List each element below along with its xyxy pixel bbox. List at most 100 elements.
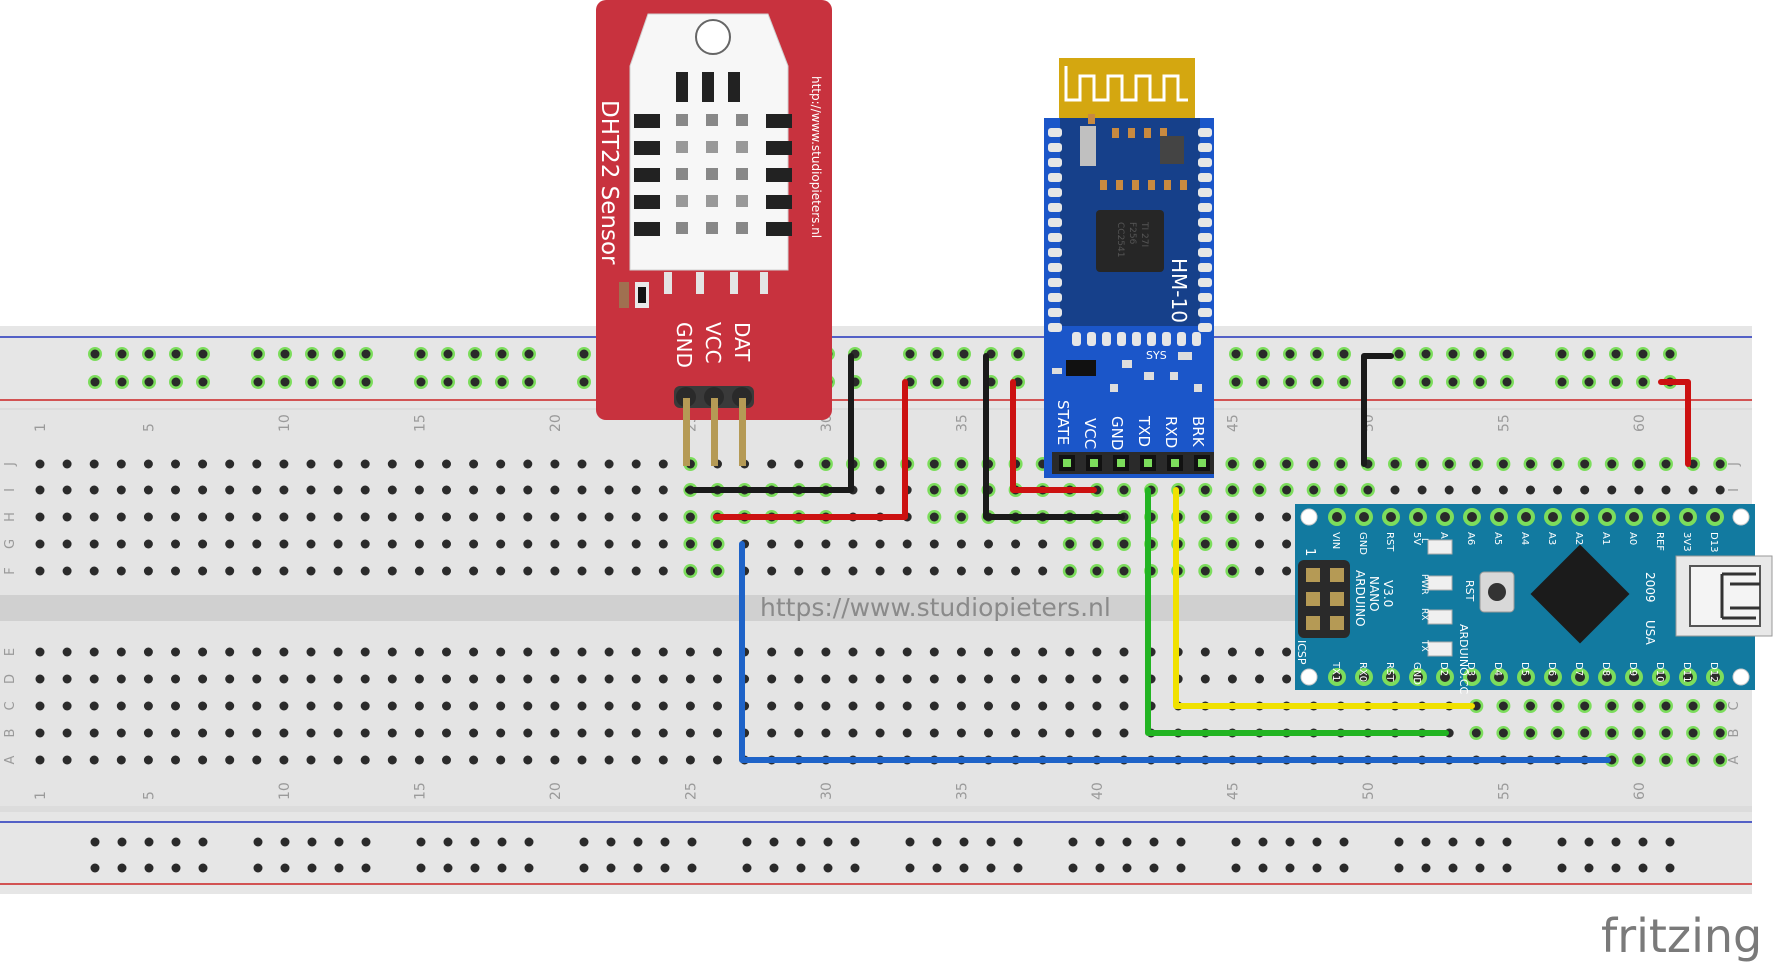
nano-pins [1328,508,1724,686]
breadboard-hole [469,755,479,765]
breadboard-hole [333,674,343,684]
wire-hm10-gnd [983,353,1125,520]
breadboard-hole [306,512,316,522]
column-number: 15 [412,782,428,800]
rail-hole [307,377,317,387]
nano-pin [1386,512,1396,522]
nano-bottom-pin-label: TX1 [1330,661,1341,681]
breadboard-hole [1471,459,1481,469]
breadboard-hole [198,459,208,469]
breadboard-hole [1390,459,1400,469]
svg-text:TI 27I: TI 27I [1139,221,1149,247]
breadboard-hole [523,674,533,684]
breadboard-hole [1255,539,1264,549]
rail-hole [1557,863,1567,873]
breadboard-hole [469,728,479,738]
column-number: 60 [1632,414,1648,432]
nano-pin [1467,672,1477,682]
breadboard-hole [171,647,180,657]
breadboard-hole [333,539,343,549]
breadboard-hole [143,485,153,495]
rail-hole [579,837,589,847]
rail-hole [1312,837,1322,847]
breadboard-hole [1038,539,1048,549]
breadboard-hole [171,566,180,576]
breadboard-hole [1282,539,1292,549]
breadboard-hole [414,485,424,495]
breadboard-hole [89,647,99,657]
breadboard-hole [848,674,858,684]
breadboard-hole [685,701,695,711]
rail-hole [117,837,127,847]
breadboard-hole [929,728,939,738]
breadboard-hole [1607,459,1617,469]
breadboard-hole [143,539,153,549]
breadboard-hole [225,459,235,469]
rail-hole [416,377,426,387]
breadboard-hole [984,647,993,657]
rail-hole [606,863,616,873]
breadboard-hole [1011,701,1021,711]
wire-dht-gnd [685,353,854,493]
rail-hole [1095,837,1105,847]
wires [685,353,1691,763]
rail-hole [280,349,290,359]
breadboard-hole [631,701,641,711]
rail-hole [171,377,181,387]
breadboard-hole [333,512,343,522]
breadboard-hole [1119,647,1129,657]
rail-hole [769,837,779,847]
breadboard-hole [1363,485,1373,495]
breadboard-hole [523,459,533,469]
breadboard-hole [1634,701,1644,711]
breadboard-hole [225,647,235,657]
breadboard-hole [1119,674,1129,684]
nano-bottom-pin-label: RST [1384,662,1395,682]
breadboard-hole [225,701,235,711]
breadboard-hole [713,755,722,765]
rail-hole [524,349,534,359]
breadboard-hole [713,674,722,684]
breadboard-hole [1038,674,1048,684]
rail-hole [307,349,317,359]
breadboard-hole [35,539,45,549]
rail-hole [198,377,208,387]
breadboard-hole [767,701,777,711]
breadboard-hole [387,459,397,469]
breadboard-hole [658,647,668,657]
rail-hole [1231,377,1241,387]
breadboard-hole [143,512,153,522]
breadboard-hole [1282,674,1292,684]
svg-text:V3.0: V3.0 [1381,580,1395,607]
breadboard-hole [225,755,235,765]
nano-top-pin-label: D13 [1708,532,1719,552]
breadboard-hole [306,485,316,495]
breadboard-hole [604,701,614,711]
rail-hole [253,377,263,387]
breadboard-hole [143,566,153,576]
column-number: 35 [954,782,970,800]
breadboard-hole [333,485,343,495]
breadboard-hole [1227,512,1237,522]
breadboard-hole [794,539,804,549]
breadboard-hole [1200,512,1210,522]
rail-hole [850,863,860,873]
fritzing-logo: fritzing [1601,909,1762,963]
breadboard-hole [1255,512,1264,522]
rail-hole [1502,837,1512,847]
rail-hole [796,837,806,847]
breadboard-hole [902,566,912,576]
rail-hole [1611,349,1621,359]
breadboard-hole [631,755,641,765]
breadboard-hole [848,647,858,657]
nano-top-pin-label: A3 [1546,532,1557,545]
rail-hole [1013,863,1023,873]
nano-pin [1521,672,1531,682]
breadboard-hole [523,755,533,765]
rail-hole [497,377,507,387]
breadboard-hole [387,512,397,522]
breadboard-hole [956,566,966,576]
nano-top-pin-label: A2 [1573,532,1584,545]
breadboard-hole [442,647,451,657]
rail-hole [1502,349,1512,359]
